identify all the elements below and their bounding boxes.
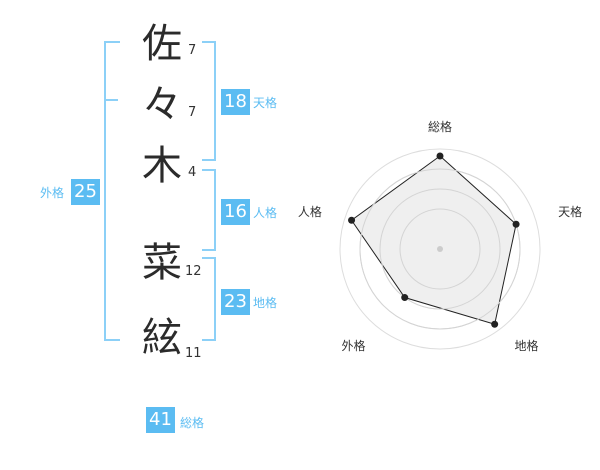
radar-point-3 bbox=[491, 320, 499, 328]
name-char-2: 々 bbox=[142, 82, 182, 128]
soukaku-value: 41 bbox=[146, 407, 175, 433]
name-char-1: 佐 bbox=[142, 21, 182, 67]
jinkaku-bracket bbox=[202, 169, 216, 251]
radar-ring-1 bbox=[339, 148, 541, 350]
chikaku-bracket bbox=[202, 257, 216, 341]
chikaku-value: 23 bbox=[221, 289, 250, 315]
name-char-4: 菜 bbox=[142, 240, 182, 286]
name-char-5: 絃 bbox=[142, 315, 182, 361]
stroke-count-2: 7 bbox=[188, 105, 197, 120]
radar-axis-label-3: 地格 bbox=[515, 338, 539, 353]
stroke-count-3: 4 bbox=[188, 165, 197, 180]
radar-axis-label-2: 天格 bbox=[558, 204, 582, 219]
radar-inner-ring-2 bbox=[379, 188, 501, 310]
radar-inner-ring-3 bbox=[399, 208, 481, 290]
radar-polygon bbox=[350, 155, 517, 325]
radar-point-4 bbox=[401, 294, 409, 302]
jinkaku-value: 16 bbox=[221, 199, 250, 225]
gaikaku-label: 外格 bbox=[40, 186, 65, 200]
radar-axis-label-1: 総格 bbox=[428, 119, 452, 134]
jinkaku-label: 人格 bbox=[253, 206, 278, 220]
radar-point-1 bbox=[436, 152, 444, 160]
soukaku-label: 総格 bbox=[180, 416, 205, 430]
name-char-3: 木 bbox=[142, 143, 182, 189]
radar-axis-label-5: 人格 bbox=[298, 204, 322, 219]
gaikaku-bracket-tick bbox=[104, 99, 118, 101]
chikaku-label: 地格 bbox=[253, 296, 278, 310]
radar-point-5 bbox=[348, 216, 356, 224]
stroke-count-1: 7 bbox=[188, 43, 197, 58]
gaikaku-value: 25 bbox=[71, 179, 100, 205]
radar-axis-label-4: 外格 bbox=[341, 338, 365, 353]
tenkaku-bracket bbox=[202, 41, 216, 161]
stroke-count-5: 11 bbox=[185, 346, 202, 361]
radar-inner-ring-1 bbox=[359, 168, 521, 330]
stroke-count-4: 12 bbox=[185, 264, 202, 279]
radar-center-dot bbox=[437, 246, 443, 252]
tenkaku-label: 天格 bbox=[253, 96, 278, 110]
tenkaku-value: 18 bbox=[221, 89, 250, 115]
gaikaku-bracket bbox=[104, 41, 120, 341]
radar-point-2 bbox=[512, 220, 520, 228]
